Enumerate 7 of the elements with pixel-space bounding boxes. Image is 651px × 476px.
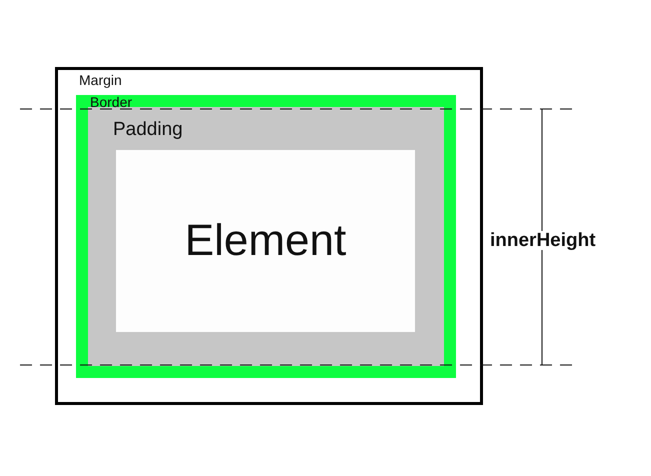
element-box xyxy=(116,150,415,332)
box-label: Padding xyxy=(113,120,183,139)
box-label: Margin xyxy=(79,73,122,87)
dimension-label: innerHeight xyxy=(490,231,596,250)
box-label: Border xyxy=(90,95,132,109)
box-label: Element xyxy=(184,219,346,263)
margin-box xyxy=(55,67,483,405)
